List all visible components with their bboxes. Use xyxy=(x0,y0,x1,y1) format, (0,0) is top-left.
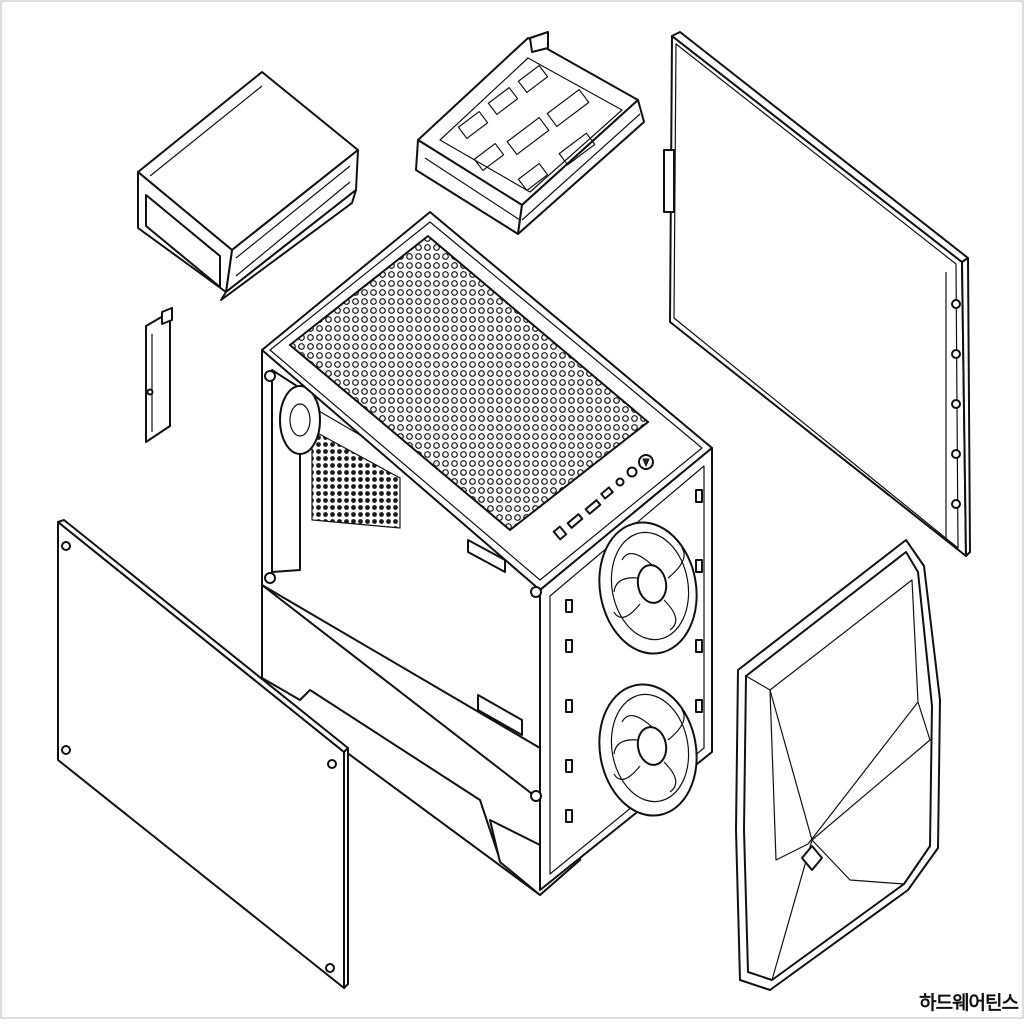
pci-slot-cover xyxy=(145,307,173,443)
thumbscrew-icon xyxy=(530,586,542,598)
front-rail-holes xyxy=(565,489,703,823)
front-panel xyxy=(735,539,941,991)
left-side-panel xyxy=(57,519,349,989)
thumbscrew-icon xyxy=(264,370,276,382)
watermark-text: 하드웨어틴스 xyxy=(919,992,1019,1014)
right-side-panel xyxy=(663,31,971,557)
thumbscrew-icon xyxy=(264,572,276,584)
rear-fan xyxy=(279,385,321,455)
drive-cage xyxy=(415,31,645,235)
front-fan-top xyxy=(598,521,698,655)
thumbscrew-icon xyxy=(530,790,542,802)
top-bracket xyxy=(137,71,359,301)
front-fan-bottom xyxy=(598,683,698,817)
case-body xyxy=(261,211,713,896)
top-io-panel xyxy=(552,454,654,541)
